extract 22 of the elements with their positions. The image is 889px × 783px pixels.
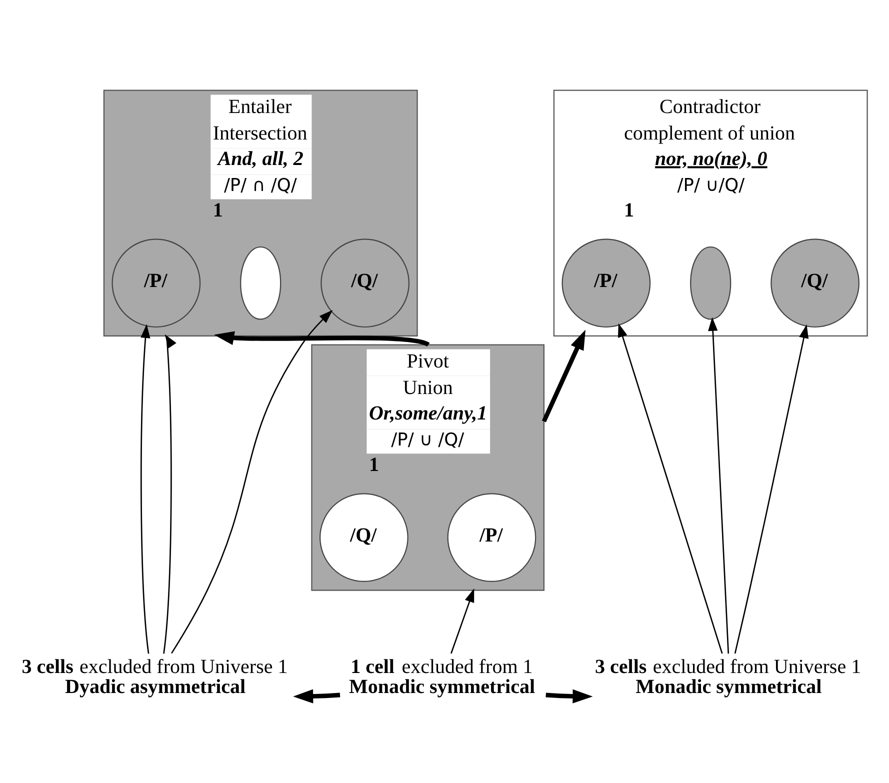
node-lens	[240, 246, 282, 320]
node-circle: /Q/	[770, 238, 860, 328]
arrow	[618, 322, 723, 654]
arrow	[708, 316, 730, 654]
node-circle: /P/	[112, 238, 201, 328]
arrow	[214, 330, 430, 346]
node-circle: /Q/	[320, 238, 410, 328]
node-circle: /Q/	[320, 492, 408, 582]
arrow	[734, 324, 809, 654]
arrow	[140, 324, 150, 654]
arrow	[171, 309, 333, 654]
node-circle: /P/	[447, 492, 536, 582]
arrow	[546, 688, 593, 703]
node-text: 3 cells excluded from Universe 1 Monadic symmetrical	[595, 656, 862, 698]
node-text: 1 cell excluded from 1 Monadic symmetrical	[348, 656, 536, 698]
node-lens	[690, 246, 732, 320]
node-circle: /P/	[562, 238, 651, 328]
arrow	[163, 334, 176, 654]
node-text: 3 cells excluded from Universe 1 Dyadic asymmetrical	[22, 656, 288, 698]
arrow	[542, 329, 586, 422]
arrow	[450, 588, 474, 654]
arrow	[293, 688, 340, 703]
